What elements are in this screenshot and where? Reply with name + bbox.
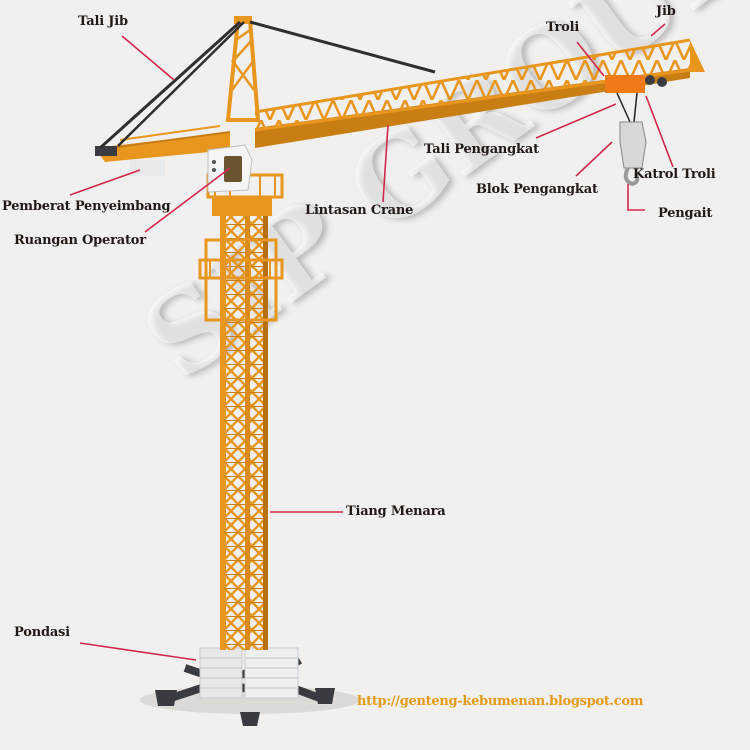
hoist-assembly xyxy=(616,92,647,187)
label-katrol-troli: Katrol Troli xyxy=(633,167,716,182)
leader-katrol-troli xyxy=(645,95,674,168)
leader-troli xyxy=(576,41,605,77)
trolley xyxy=(605,75,667,93)
label-tali-pengangkat: Tali Pengangkat xyxy=(424,142,539,157)
source-url: http://genteng-kebumenan.blogspot.com xyxy=(357,694,644,709)
label-jib: Jib xyxy=(656,4,676,19)
label-lintasan-crane: Lintasan Crane xyxy=(305,203,414,218)
label-blok-pengangkat: Blok Pengangkat xyxy=(476,182,598,197)
jib-ties xyxy=(98,20,436,150)
label-pengait: Pengait xyxy=(658,206,713,221)
leader-tali-jib xyxy=(121,35,175,81)
foundation-ballast xyxy=(199,647,299,699)
label-tiang-menara: Tiang Menara xyxy=(346,504,446,519)
leader-pondasi xyxy=(79,642,197,661)
leader-pengait xyxy=(627,184,645,211)
leader-blok-pengangkat xyxy=(575,141,613,177)
leader-tali-pengangkat xyxy=(535,103,617,139)
operator-cab xyxy=(207,144,253,193)
label-pemberat-penyeimbang: Pemberat Penyeimbang xyxy=(2,199,171,214)
label-pondasi: Pondasi xyxy=(14,625,70,640)
label-tali-jib: Tali Jib xyxy=(78,14,128,29)
counter-jib xyxy=(95,125,231,176)
leader-ruangan-operator xyxy=(144,167,231,233)
leader-lines xyxy=(69,23,674,661)
leader-jib xyxy=(650,23,666,37)
climbing-frame xyxy=(198,238,284,322)
label-ruangan-operator: Ruangan Operator xyxy=(14,233,146,248)
apex-tower xyxy=(225,16,261,122)
tower-mast xyxy=(220,215,268,650)
label-troli: Troli xyxy=(546,20,580,35)
leader-pemberat-penyeimbang xyxy=(69,169,141,196)
leader-lintasan-crane xyxy=(382,124,389,203)
